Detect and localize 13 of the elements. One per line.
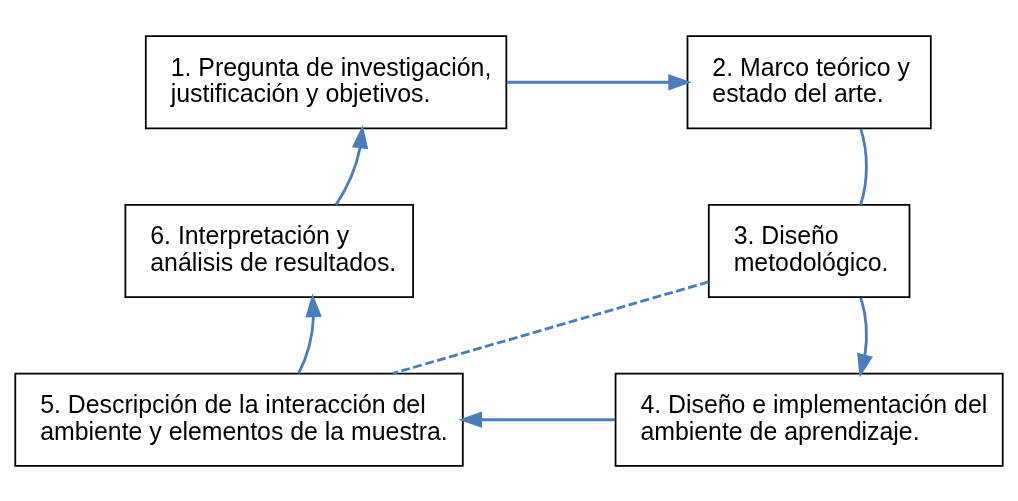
node-box: 1. Pregunta de investigación, justificación y objetivos. xyxy=(144,34,508,129)
arrow xyxy=(506,73,692,90)
node-box: 6. Interpretación y análisis de resultados. xyxy=(124,203,414,298)
arrow xyxy=(297,293,322,374)
node-box: 4. Diseño e implementación del ambiente de aprendizaje. xyxy=(614,372,1004,467)
connector xyxy=(392,280,709,375)
node-box: 3. Diseño metodológico. xyxy=(707,203,911,298)
arrow xyxy=(458,411,616,428)
arrow xyxy=(334,124,369,205)
node-box: 2. Marco teórico y estado del arte. xyxy=(686,34,932,129)
node-box: 5. Descripción de la interacción del ambiente y elementos de la muestra. xyxy=(14,372,464,467)
connector xyxy=(859,128,868,205)
arrow xyxy=(857,297,874,378)
